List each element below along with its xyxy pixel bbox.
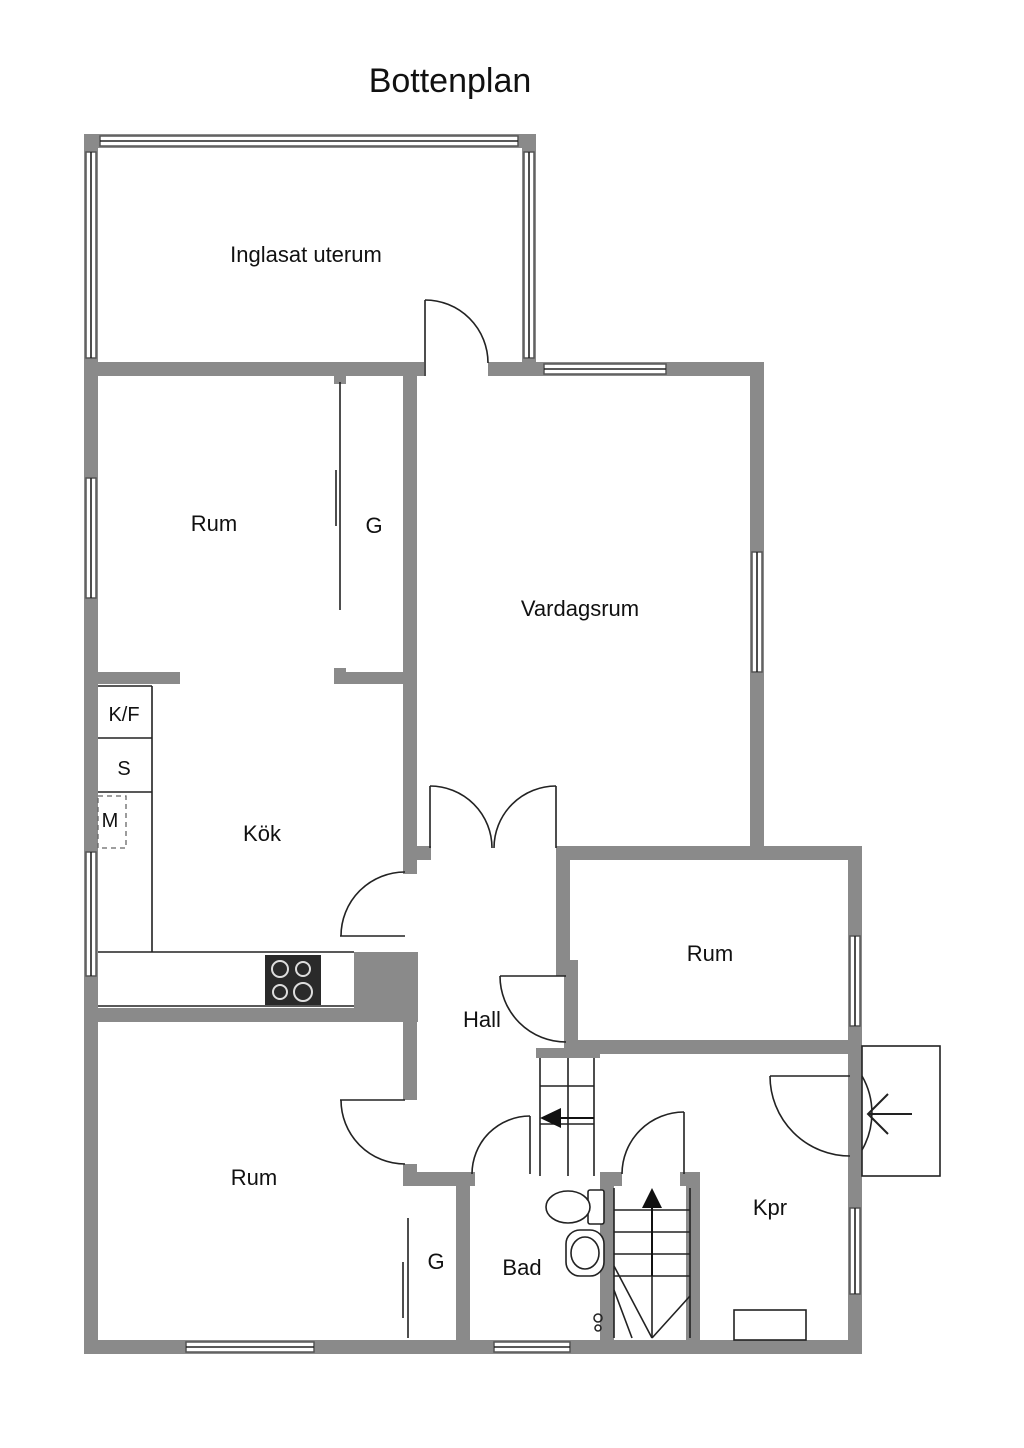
label-room-right: Rum [687, 941, 733, 966]
label-closet-bottom: G [427, 1249, 444, 1274]
walls [84, 134, 862, 1354]
label-room-bottom-left: Rum [231, 1165, 277, 1190]
stairs [539, 1058, 691, 1339]
label-closet-top: G [365, 513, 382, 538]
label-fridge-freezer: K/F [108, 704, 139, 726]
stair-arrow-icon [540, 1108, 594, 1128]
stair-arrow-up-icon [642, 1188, 662, 1276]
toilet-icon [545, 1189, 605, 1225]
plan-title: Bottenplan [369, 62, 532, 100]
sink-icon [565, 1229, 605, 1277]
doors [340, 299, 941, 1177]
label-dishwasher: M [102, 810, 119, 832]
bench [733, 1309, 807, 1341]
label-hall: Hall [463, 1007, 501, 1032]
windows [85, 135, 861, 1353]
sliding-doors [335, 382, 409, 1338]
label-kitchen: Kök [243, 821, 282, 846]
kitchen-fixtures [97, 685, 354, 1007]
label-living-room: Vardagsrum [521, 596, 639, 621]
label-sunroom: Inglasat uterum [230, 242, 382, 267]
faucet-icon [593, 1313, 603, 1332]
label-bathroom: Bad [502, 1255, 541, 1280]
label-room-top-left: Rum [191, 511, 237, 536]
label-cabinet: S [117, 758, 130, 780]
stove-icon [265, 955, 321, 1005]
label-entry: Kpr [753, 1195, 787, 1220]
room-labels: Inglasat uterum Rum G Vardagsrum K/F S M… [102, 242, 787, 1280]
bathroom-fixtures [545, 1189, 605, 1332]
